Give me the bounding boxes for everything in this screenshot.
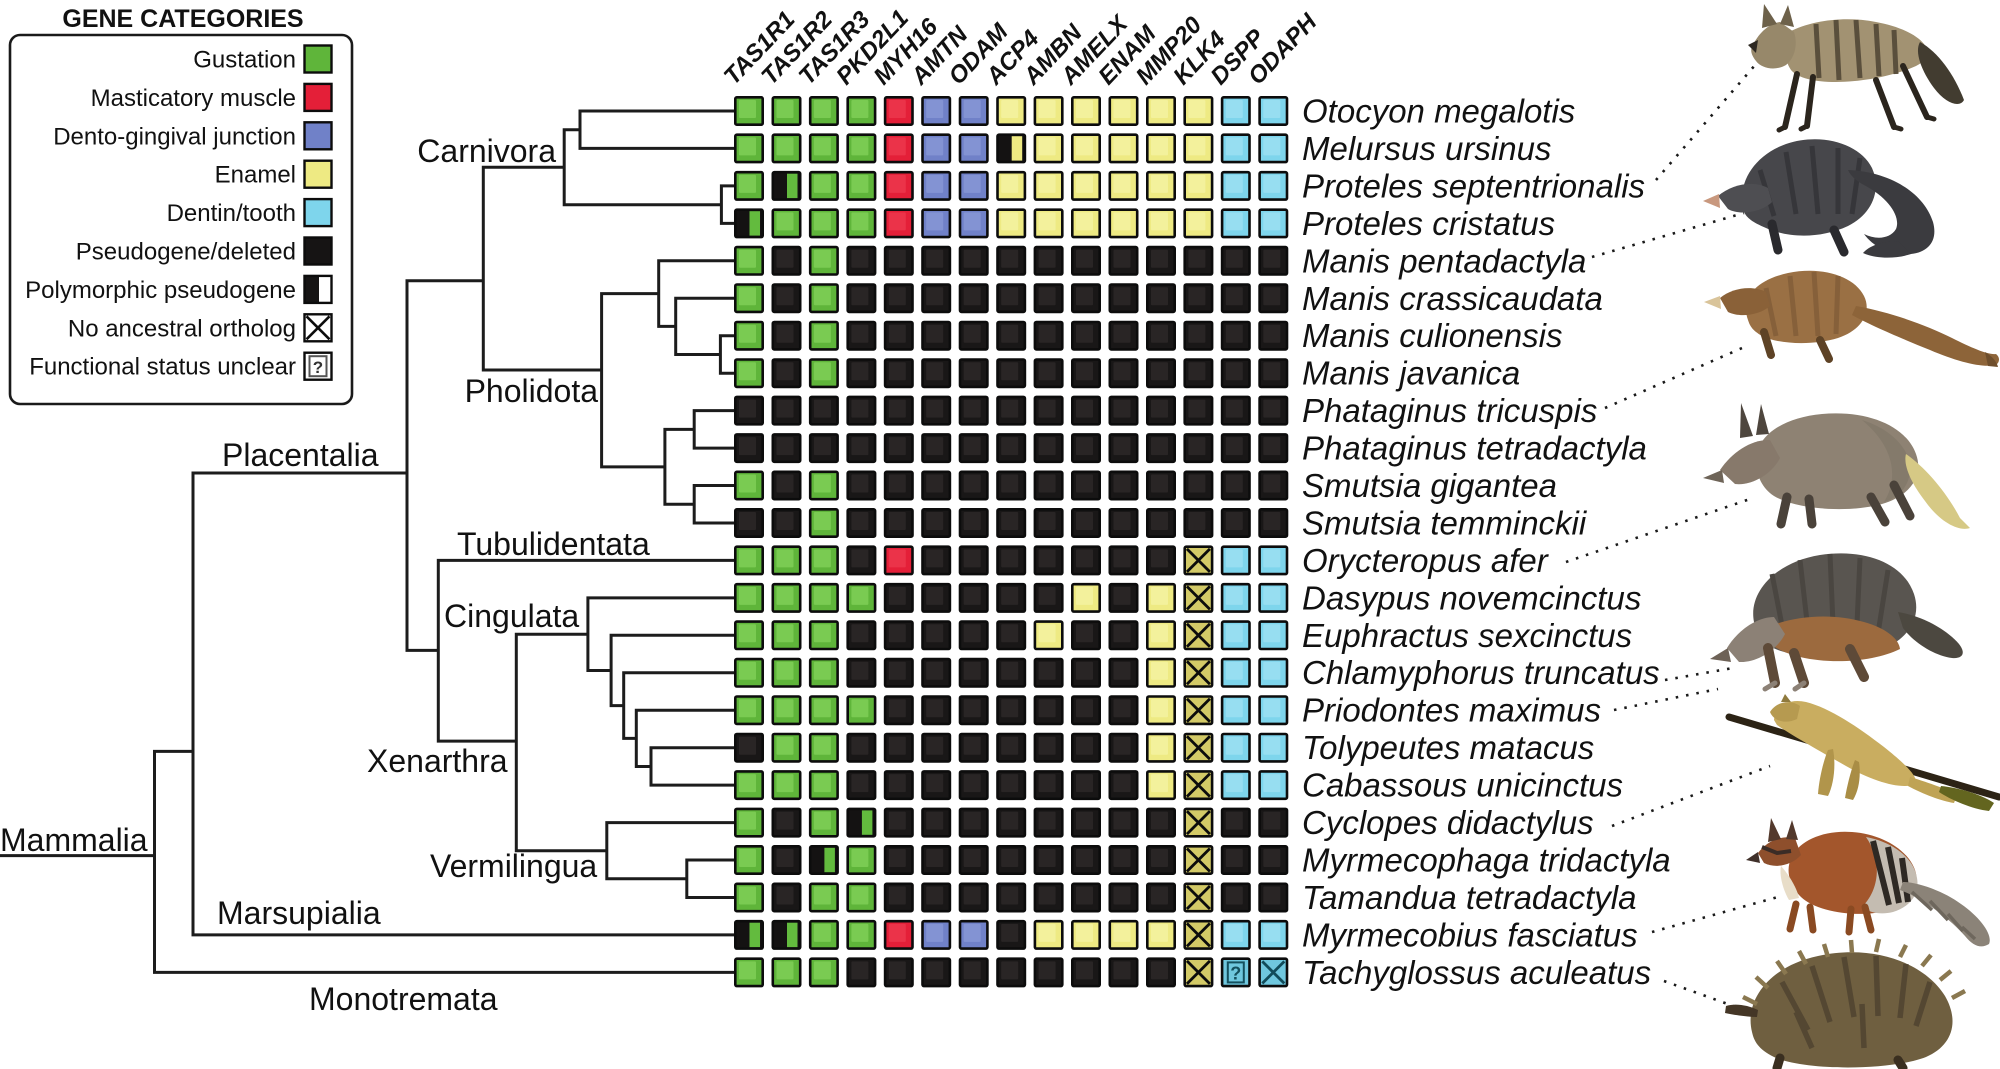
svg-text:Tachyglossus aculeatus: Tachyglossus aculeatus (1302, 954, 1651, 991)
svg-text:Cabassous unicinctus: Cabassous unicinctus (1302, 767, 1623, 804)
svg-text:Manis pentadactyla: Manis pentadactyla (1302, 242, 1586, 279)
svg-text:Functional status unclear: Functional status unclear (29, 354, 296, 381)
svg-text:No ancestral ortholog: No ancestral ortholog (68, 315, 296, 342)
svg-text:Tamandua tetradactyla: Tamandua tetradactyla (1302, 879, 1637, 916)
svg-text:Xenarthra: Xenarthra (367, 743, 508, 779)
svg-text:Monotremata: Monotremata (309, 981, 498, 1017)
svg-text:Manis crassicaudata: Manis crassicaudata (1302, 280, 1603, 317)
svg-text:Phataginus tricuspis: Phataginus tricuspis (1302, 392, 1597, 429)
svg-text:Dentin/tooth: Dentin/tooth (167, 200, 296, 227)
svg-text:Euphractus sexcinctus: Euphractus sexcinctus (1302, 617, 1632, 654)
svg-text:Smutsia temminckii: Smutsia temminckii (1302, 505, 1588, 542)
svg-text:Gustation: Gustation (193, 47, 296, 74)
svg-text:Manis javanica: Manis javanica (1302, 355, 1520, 392)
svg-text:Cyclopes didactylus: Cyclopes didactylus (1302, 804, 1594, 841)
svg-text:Enamel: Enamel (215, 162, 296, 189)
svg-text:Carnivora: Carnivora (417, 133, 556, 169)
svg-text:Priodontes maximus: Priodontes maximus (1302, 692, 1601, 729)
svg-text:Tubulidentata: Tubulidentata (457, 526, 650, 562)
svg-text:Vermilingua: Vermilingua (430, 848, 597, 884)
svg-text:Mammalia: Mammalia (0, 822, 148, 858)
svg-text:Chlamyphorus truncatus: Chlamyphorus truncatus (1302, 654, 1660, 691)
svg-text:Melursus ursinus: Melursus ursinus (1302, 130, 1551, 167)
svg-text:Masticatory muscle: Masticatory muscle (91, 85, 296, 112)
svg-text:Polymorphic pseudogene: Polymorphic pseudogene (25, 277, 296, 304)
svg-text:Myrmecobius fasciatus: Myrmecobius fasciatus (1302, 916, 1638, 953)
svg-text:Smutsia gigantea: Smutsia gigantea (1302, 467, 1557, 504)
svg-text:Marsupialia: Marsupialia (217, 895, 381, 931)
svg-text:Cingulata: Cingulata (444, 598, 579, 634)
svg-text:Orycteropus afer: Orycteropus afer (1302, 542, 1550, 579)
svg-text:Phataginus tetradactyla: Phataginus tetradactyla (1302, 430, 1647, 467)
svg-text:Placentalia: Placentalia (222, 437, 379, 473)
svg-text:Myrmecophaga tridactyla: Myrmecophaga tridactyla (1302, 842, 1671, 879)
svg-text:GENE CATEGORIES: GENE CATEGORIES (62, 5, 303, 33)
svg-text:Tolypeutes matacus: Tolypeutes matacus (1302, 729, 1594, 766)
svg-text:Proteles cristatus: Proteles cristatus (1302, 205, 1555, 242)
svg-text:Dasypus novemcinctus: Dasypus novemcinctus (1302, 579, 1641, 616)
svg-text:Proteles septentrionalis: Proteles septentrionalis (1302, 167, 1645, 204)
svg-text:Pseudogene/deleted: Pseudogene/deleted (76, 239, 296, 266)
svg-text:Pholidota: Pholidota (465, 373, 599, 409)
svg-text:Otocyon megalotis: Otocyon megalotis (1302, 93, 1575, 130)
svg-text:Dento-gingival junction: Dento-gingival junction (53, 123, 296, 150)
svg-text:Manis culionensis: Manis culionensis (1302, 317, 1562, 354)
